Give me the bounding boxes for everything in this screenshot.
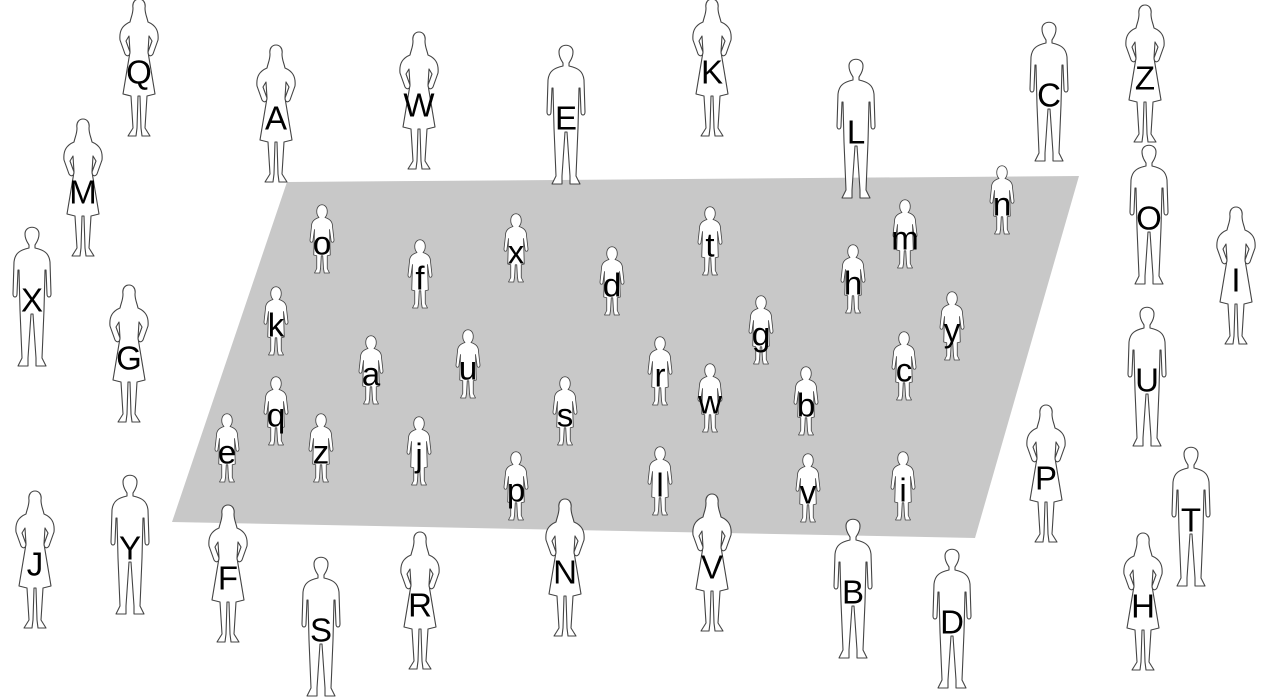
figure-label: K — [701, 54, 723, 91]
figure-B: B — [834, 519, 872, 658]
figure-R: R — [401, 532, 439, 669]
figure-label: O — [1136, 200, 1162, 237]
figure-label: N — [553, 554, 577, 591]
figure-A: A — [257, 45, 295, 182]
figure-D: D — [933, 549, 971, 688]
figure-X: X — [13, 227, 51, 366]
figure-M: M — [64, 119, 102, 256]
figure-label: z — [313, 434, 330, 471]
figure-U: U — [1128, 307, 1166, 446]
figure-label: l — [656, 467, 663, 504]
figure-label: E — [555, 100, 577, 137]
figure-W: W — [400, 32, 438, 169]
figure-label: X — [21, 282, 43, 319]
figure-label: n — [993, 186, 1011, 223]
figure-label: d — [603, 267, 621, 304]
figure-F: F — [209, 505, 247, 642]
figure-label: j — [414, 437, 422, 474]
figure-label: m — [891, 220, 919, 257]
figure-label: I — [1231, 262, 1240, 299]
figure-label: L — [847, 114, 865, 151]
figure-label: f — [415, 260, 425, 297]
figure-J: J — [16, 491, 54, 628]
figure-label: a — [362, 356, 381, 393]
figure-label: Z — [1135, 60, 1155, 97]
figure-label: Q — [126, 54, 152, 91]
figure-label: C — [1037, 77, 1061, 114]
figure-H: H — [1124, 533, 1162, 670]
figure-label: w — [697, 384, 722, 421]
figure-label: k — [268, 307, 285, 344]
figure-label: B — [842, 574, 864, 611]
figure-label: u — [459, 350, 477, 387]
figure-label: W — [403, 87, 435, 124]
figure-C: C — [1030, 22, 1068, 161]
figure-label: i — [899, 472, 906, 509]
figure-Y: Y — [111, 475, 149, 614]
figure-E: E — [547, 45, 585, 184]
figure-label: r — [655, 357, 666, 394]
figure-Q: Q — [120, 0, 158, 136]
figure-label: h — [844, 265, 862, 302]
figure-S: S — [302, 557, 340, 696]
figure-label: S — [310, 612, 332, 649]
figure-label: V — [701, 549, 723, 586]
figure-label: T — [1181, 502, 1201, 539]
figure-label: g — [752, 316, 770, 353]
figure-label: o — [313, 225, 331, 262]
figure-L: L — [837, 59, 875, 198]
figure-T: T — [1172, 447, 1210, 586]
figure-label: x — [508, 234, 525, 271]
figure-P: P — [1027, 405, 1065, 542]
figure-label: H — [1131, 588, 1155, 625]
figure-O: O — [1130, 145, 1168, 284]
figure-label: P — [1035, 460, 1057, 497]
figure-label: M — [69, 174, 97, 211]
figure-label: U — [1135, 362, 1159, 399]
figure-label: R — [408, 587, 432, 624]
figure-label: s — [557, 397, 574, 434]
figure-K: K — [693, 0, 731, 136]
figure-label: b — [797, 387, 815, 424]
figure-label: A — [265, 100, 287, 137]
figure-label: p — [507, 472, 525, 509]
figure-label: Y — [119, 530, 141, 567]
figure-label: J — [27, 546, 44, 583]
figure-label: D — [940, 604, 964, 641]
figure-label: y — [944, 312, 961, 349]
figure-label: v — [800, 474, 817, 511]
figure-label: F — [218, 560, 238, 597]
figure-label: t — [705, 227, 714, 264]
figure-label: e — [218, 434, 236, 471]
figure-label: q — [267, 397, 285, 434]
figure-label: c — [896, 352, 913, 389]
gray-floor — [172, 176, 1079, 538]
figure-I: I — [1217, 207, 1255, 344]
figure-label: G — [116, 340, 142, 377]
figure-Z: Z — [1126, 5, 1164, 142]
figure-G: G — [110, 285, 148, 422]
